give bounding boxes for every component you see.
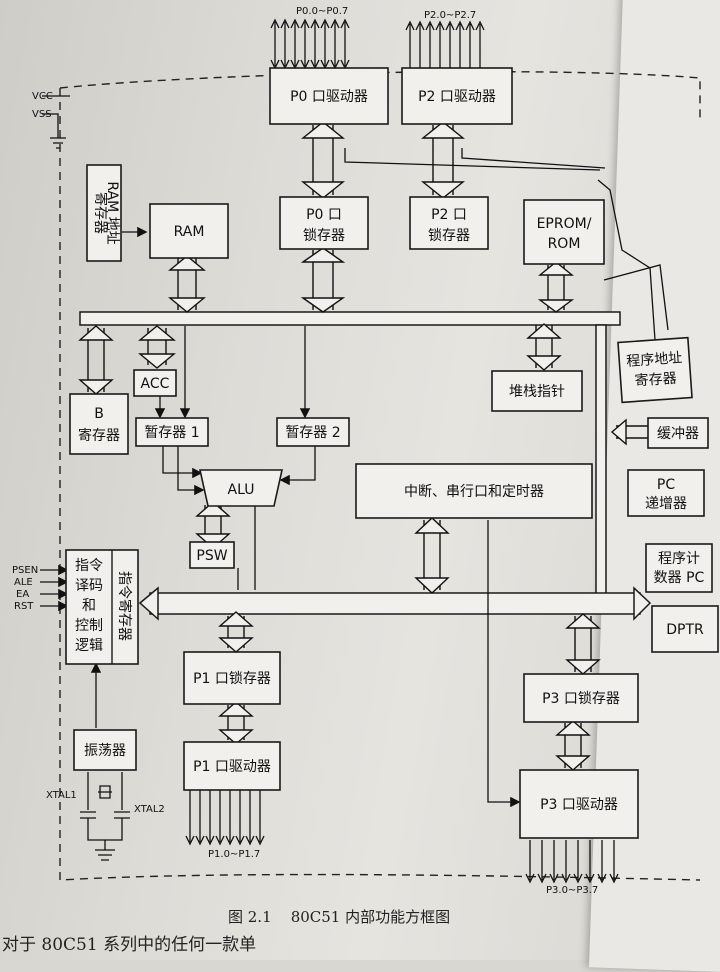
svg-text:锁存器: 锁存器: [428, 228, 470, 244]
svg-text:振荡器: 振荡器: [84, 743, 126, 759]
svg-text:P3 口驱动器: P3 口驱动器: [540, 797, 618, 813]
svg-text:程序地址: 程序地址: [626, 350, 683, 370]
svg-text:程序计: 程序计: [658, 551, 700, 567]
svg-text:PSW: PSW: [196, 548, 227, 564]
body-text-line: 对于 80C51 系列中的任何一款单: [2, 935, 257, 955]
vcc-label: VCC: [32, 91, 53, 102]
svg-text:暂存器 1: 暂存器 1: [144, 425, 199, 441]
acc-block: ACC: [133, 369, 177, 397]
svg-text:寄存器: 寄存器: [78, 427, 120, 444]
svg-text:P0 口: P0 口: [306, 207, 342, 223]
p3-pin-label: P3.0~P3.7: [546, 885, 598, 896]
svg-text:EPROM/: EPROM/: [537, 216, 592, 232]
svg-text:PC: PC: [657, 477, 675, 493]
svg-text:P1 口锁存器: P1 口锁存器: [193, 671, 271, 687]
alu-block: ALU: [199, 469, 283, 507]
svg-text:P2 口驱动器: P2 口驱动器: [418, 89, 496, 105]
instruction-register-block: 指令寄存器: [116, 571, 133, 641]
svg-text:指令寄存器: 指令寄存器: [116, 571, 133, 641]
svg-text:P0 口驱动器: P0 口驱动器: [290, 89, 368, 105]
program-address-register-block: 程序地址 寄存器: [617, 336, 693, 404]
b-register-block: B 寄存器: [69, 393, 129, 455]
p3-driver-block: P3 口驱动器: [519, 769, 639, 839]
figure-caption: 图 2.1 80C51 内部功能方框图: [228, 906, 450, 927]
svg-text:P1 口驱动器: P1 口驱动器: [193, 759, 271, 775]
svg-text:译码: 译码: [75, 578, 103, 594]
ram-block: RAM: [149, 203, 229, 259]
internal-data-bus: [79, 311, 652, 621]
svg-text:ROM: ROM: [548, 236, 581, 252]
svg-text:缓冲器: 缓冲器: [657, 426, 699, 442]
power-pins: [42, 95, 70, 149]
p1-latch-block: P1 口锁存器: [183, 651, 281, 705]
temp-register-2-block: 暂存器 2: [276, 417, 350, 447]
psw-block: PSW: [189, 541, 235, 569]
svg-text:暂存器 2: 暂存器 2: [285, 425, 340, 441]
instruction-decoder-block: 指令 译码 和 控制 逻辑: [65, 549, 139, 665]
oscillator-block: 振荡器: [73, 729, 137, 771]
p3-latch-block: P3 口锁存器: [523, 673, 639, 723]
eprom-rom-block: EPROM/ ROM: [523, 199, 605, 265]
svg-text:递增器: 递增器: [645, 496, 687, 512]
rst-label: RST: [14, 601, 34, 612]
svg-text:中断、串行口和定时器: 中断、串行口和定时器: [404, 484, 544, 500]
svg-text:RAM 地址: RAM 地址: [104, 181, 120, 244]
interrupt-serial-timer-block: 中断、串行口和定时器: [355, 463, 593, 519]
signal-lines: [90, 148, 669, 808]
svg-text:DPTR: DPTR: [666, 622, 704, 638]
program-counter-block: 程序计 数器 PC: [645, 543, 713, 593]
svg-text:堆栈指针: 堆栈指针: [509, 384, 565, 400]
p1-pins: [185, 790, 265, 846]
svg-text:P3 口锁存器: P3 口锁存器: [542, 691, 620, 707]
p0-latch-block: P0 口 锁存器: [279, 196, 369, 250]
p1-pin-label: P1.0~P1.7: [208, 849, 260, 860]
connectors: [78, 121, 686, 771]
pc-incrementer-block: PC 递增器: [627, 469, 705, 517]
buffer-block: 缓冲器: [647, 417, 709, 449]
xtal1-label: XTAL1: [46, 790, 77, 801]
figure-title: 80C51 内部功能方框图: [290, 908, 451, 926]
p0-pin-label: P0.0~P0.7: [296, 6, 348, 17]
stack-pointer-block: 堆栈指针: [491, 370, 583, 412]
p2-pins: [405, 20, 485, 68]
temp-register-1-block: 暂存器 1: [135, 417, 209, 447]
p2-driver-block: P2 口驱动器: [401, 67, 513, 125]
p0-pins: [270, 18, 350, 70]
figure-number: 图 2.1: [228, 908, 272, 926]
p2-pin-label: P2.0~P2.7: [424, 10, 476, 21]
ale-label: ALE: [14, 577, 33, 588]
ea-label: EA: [16, 589, 29, 600]
svg-text:RAM: RAM: [174, 224, 205, 240]
p0-driver-block: P0 口驱动器: [269, 67, 389, 125]
p2-latch-block: P2 口 锁存器: [409, 196, 489, 250]
svg-text:ACC: ACC: [141, 376, 170, 392]
svg-text:B: B: [94, 406, 104, 422]
svg-text:ALU: ALU: [228, 482, 255, 498]
p1-driver-block: P1 口驱动器: [183, 741, 281, 791]
xtal2-label: XTAL2: [134, 804, 165, 815]
svg-text:锁存器: 锁存器: [303, 228, 345, 244]
psen-label: PSEN: [12, 565, 38, 576]
svg-text:和: 和: [82, 598, 96, 614]
vss-label: VSS: [32, 109, 52, 120]
svg-text:P2 口: P2 口: [431, 207, 467, 223]
svg-text:寄存器: 寄存器: [92, 192, 109, 234]
svg-text:控制: 控制: [75, 618, 103, 634]
ram-address-register-block: RAM 地址 寄存器: [86, 164, 122, 262]
p3-pins: [525, 840, 619, 884]
svg-text:逻辑: 逻辑: [75, 638, 103, 654]
svg-text:数器 PC: 数器 PC: [654, 570, 705, 586]
svg-text:指令: 指令: [75, 558, 103, 574]
svg-text:寄存器: 寄存器: [634, 370, 677, 390]
crystal-circuit: [80, 772, 130, 861]
dptr-block: DPTR: [651, 605, 719, 653]
control-pins: [40, 564, 69, 612]
